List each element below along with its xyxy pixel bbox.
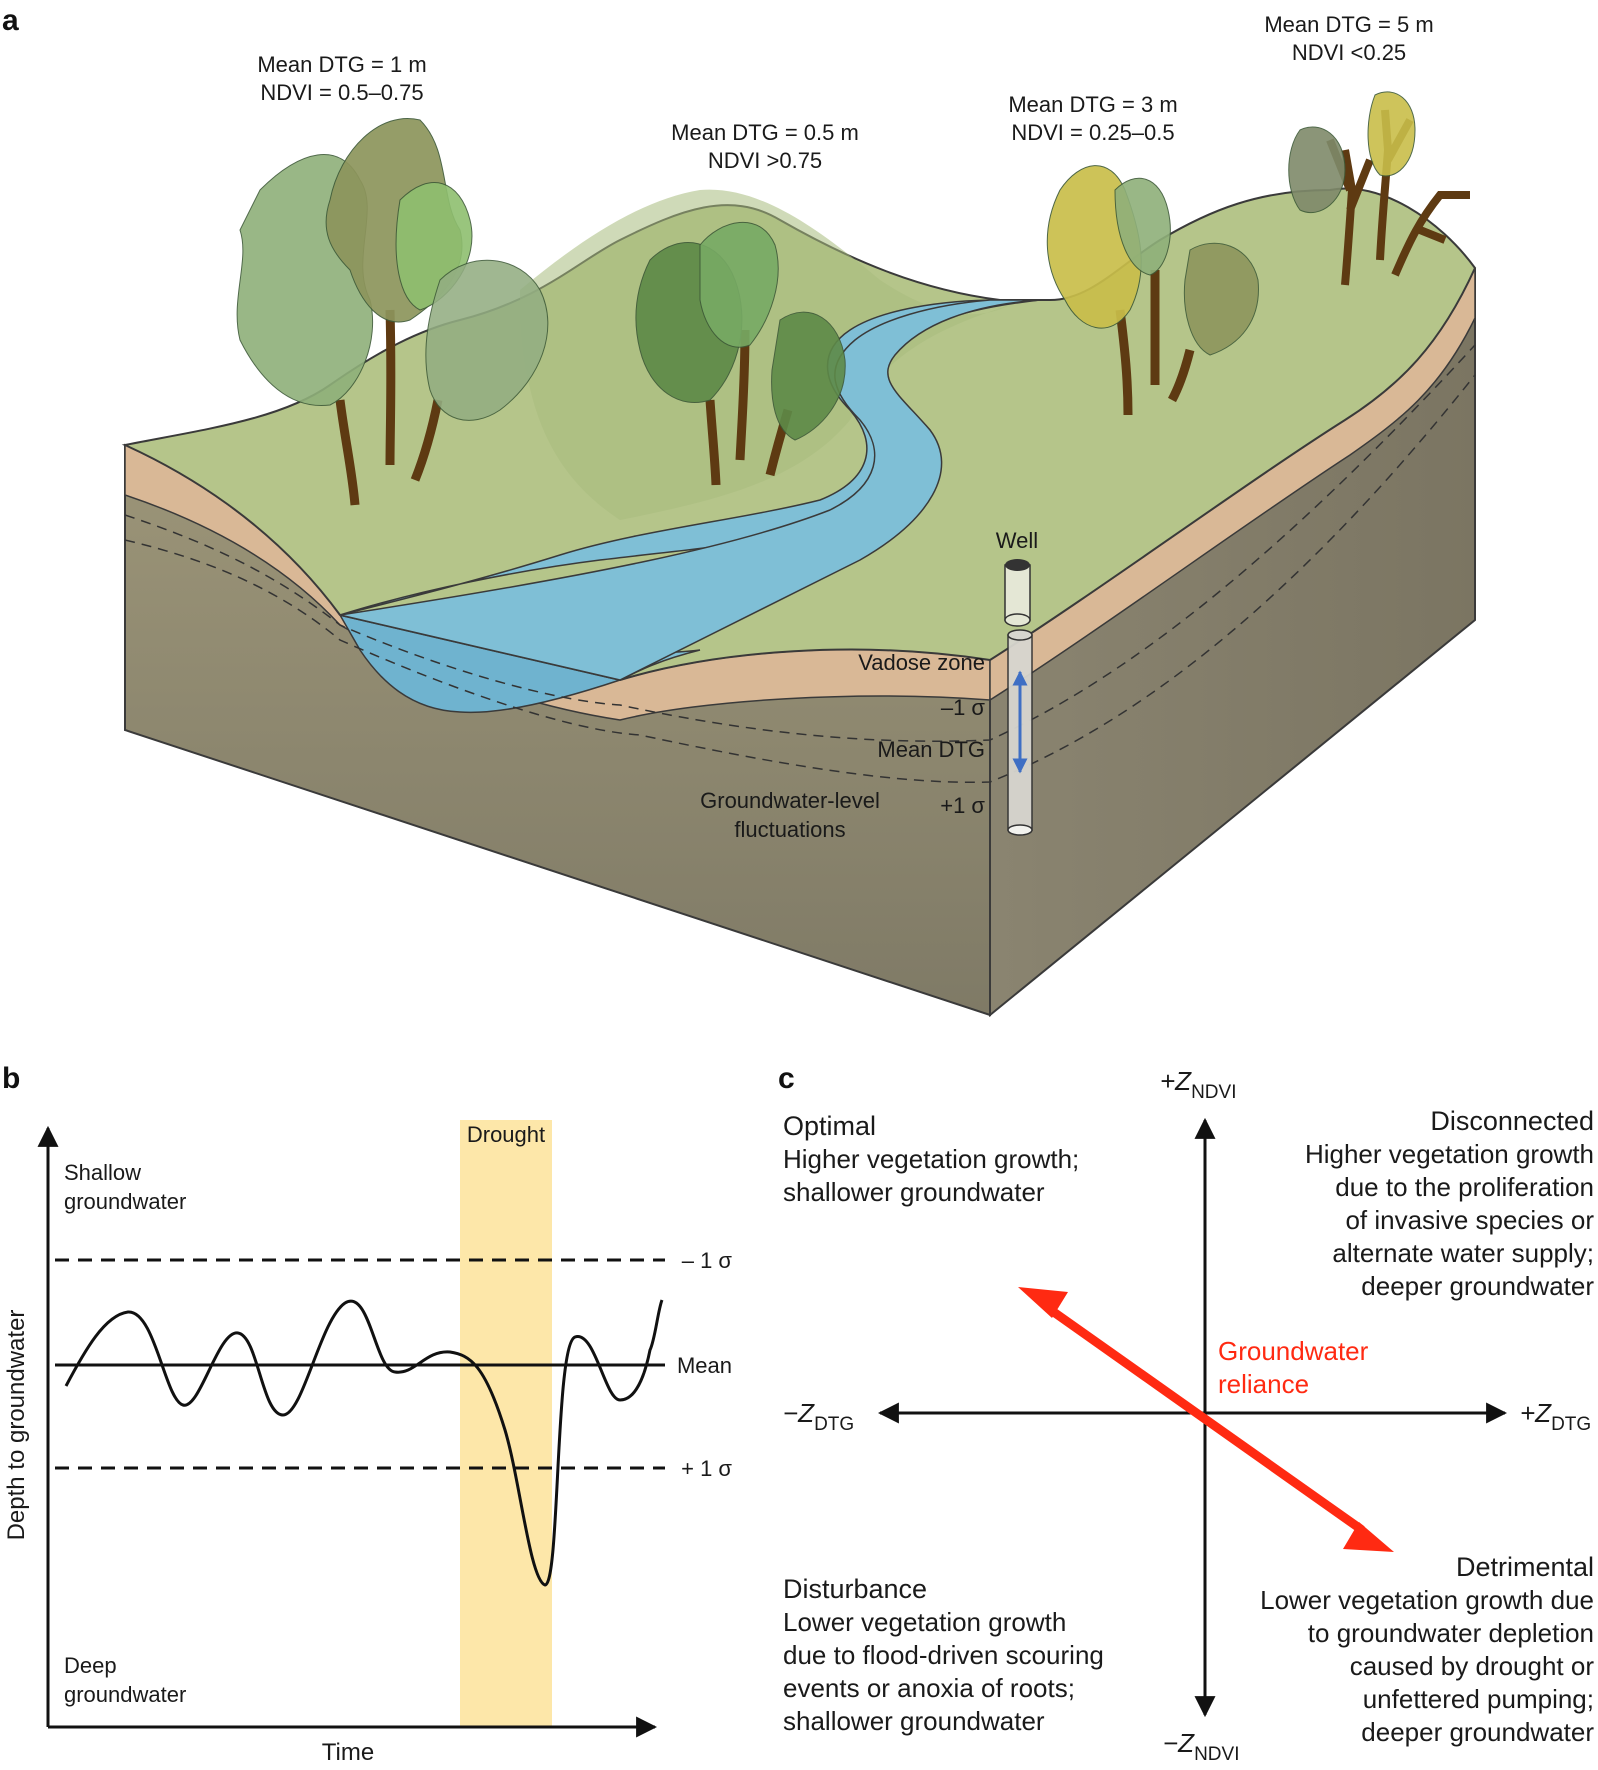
site-label-1: Mean DTG = 1 m NDVI = 0.5–0.75 — [257, 52, 426, 105]
minus-sigma-label-a: –1 σ — [941, 695, 986, 720]
disconnected-line: alternate water supply; — [1332, 1238, 1594, 1268]
quadrant-optimal: Optimal Higher vegetation growth; shallo… — [783, 1111, 1079, 1207]
mean-dtg-label: Mean DTG — [877, 737, 985, 762]
mean-label-b: Mean — [677, 1353, 732, 1378]
disturbance-line: due to flood-driven scouring — [783, 1640, 1104, 1670]
detrimental-line: deeper groundwater — [1361, 1717, 1594, 1747]
site-2-dtg: Mean DTG = 0.5 m — [671, 120, 859, 145]
quadrant-disconnected: Disconnected Higher vegetation growth du… — [1305, 1106, 1594, 1301]
groundwater-reliance-arrow — [1018, 1287, 1394, 1552]
tree-trunk — [335, 399, 360, 506]
disconnected-line: deeper groundwater — [1361, 1271, 1594, 1301]
site-2-ndvi: NDVI >0.75 — [708, 148, 822, 173]
detrimental-line: Lower vegetation growth due — [1260, 1585, 1594, 1615]
tree-trunk — [735, 329, 750, 461]
gw-fluctuations-line2: fluctuations — [734, 817, 845, 842]
panel-c-label: c — [778, 1062, 795, 1095]
panel-a: a — [2, 4, 1477, 1018]
panel-a-label: a — [2, 4, 19, 37]
quadrant-detrimental: Detrimental Lower vegetation growth due … — [1260, 1552, 1594, 1747]
z-ndvi-plus-label: +ZNDVI — [1160, 1066, 1236, 1103]
disconnected-line: of invasive species or — [1345, 1205, 1594, 1235]
deep-line1: Deep — [64, 1653, 117, 1678]
panel-c: c Groundwater reliance +ZNDVI −ZNDVI −ZD… — [778, 1062, 1594, 1765]
tree-trunk — [410, 399, 443, 482]
optimal-title: Optimal — [783, 1111, 876, 1141]
y-axis-label: Depth to groundwater — [3, 1310, 30, 1541]
well-label: Well — [996, 528, 1038, 553]
groundwater-curve — [64, 1299, 664, 1587]
trees — [236, 91, 1470, 506]
site-1-ndvi: NDVI = 0.5–0.75 — [260, 80, 423, 105]
x-axis-label: Time — [322, 1739, 374, 1766]
optimal-line: shallower groundwater — [783, 1177, 1045, 1207]
vadose-zone-label: Vadose zone — [858, 650, 985, 675]
drought-label: Drought — [467, 1122, 545, 1147]
detrimental-title: Detrimental — [1456, 1552, 1594, 1582]
site-label-4: Mean DTG = 5 m NDVI <0.25 — [1264, 12, 1433, 65]
tree-trunk — [385, 309, 396, 466]
deep-line2: groundwater — [64, 1682, 186, 1707]
dashed-layer-minus-sigma — [124, 344, 1476, 742]
detrimental-line: caused by drought or — [1350, 1651, 1595, 1681]
tree-trunk — [1115, 309, 1133, 416]
detrimental-line: unfettered pumping; — [1363, 1684, 1594, 1714]
detrimental-line: to groundwater depletion — [1308, 1618, 1594, 1648]
site-3-dtg: Mean DTG = 3 m — [1008, 92, 1177, 117]
river-cross-section — [338, 613, 623, 714]
minus-sigma-label-b: – 1 σ — [682, 1248, 733, 1273]
site-4-dtg: Mean DTG = 5 m — [1264, 12, 1433, 37]
site-3-ndvi: NDVI = 0.25–0.5 — [1011, 120, 1174, 145]
disconnected-line: due to the proliferation — [1335, 1172, 1594, 1202]
disturbance-line: shallower groundwater — [783, 1706, 1045, 1736]
z-dtg-minus-label: −ZDTG — [783, 1398, 854, 1435]
plus-sigma-label-b: + 1 σ — [681, 1456, 732, 1481]
z-ndvi-minus-label: −ZNDVI — [1163, 1728, 1239, 1765]
tree-trunk — [705, 399, 721, 486]
panel-b-label: b — [2, 1062, 20, 1095]
tree-canopy — [771, 311, 846, 441]
tree-canopy — [1367, 91, 1416, 177]
disconnected-title: Disconnected — [1430, 1106, 1594, 1136]
site-1-dtg: Mean DTG = 1 m — [257, 52, 426, 77]
optimal-line: Higher vegetation growth; — [783, 1144, 1079, 1174]
tree-canopy — [1114, 177, 1171, 276]
disturbance-line: Lower vegetation growth — [783, 1607, 1066, 1637]
tree-canopy — [699, 221, 779, 348]
reliance-line1: Groundwater — [1218, 1336, 1369, 1366]
plus-sigma-label-a: +1 σ — [940, 793, 985, 818]
well — [1004, 559, 1033, 836]
disturbance-title: Disturbance — [783, 1574, 927, 1604]
shallow-line2: groundwater — [64, 1189, 186, 1214]
quadrant-disturbance: Disturbance Lower vegetation growth due … — [783, 1574, 1104, 1736]
river-main-channel — [339, 299, 1041, 681]
tree-canopy — [425, 259, 549, 421]
drought-band — [460, 1120, 552, 1728]
reliance-line2: reliance — [1218, 1369, 1309, 1399]
site-label-3: Mean DTG = 3 m NDVI = 0.25–0.5 — [1008, 92, 1177, 145]
tree-canopy — [1183, 242, 1259, 356]
hill — [520, 189, 1010, 520]
z-dtg-plus-label: +ZDTG — [1520, 1398, 1591, 1435]
site-4-ndvi: NDVI <0.25 — [1292, 40, 1406, 65]
panel-b: b Drought Shallow groundwater Deep groun… — [2, 1062, 732, 1766]
disturbance-line: events or anoxia of roots; — [783, 1673, 1075, 1703]
dashed-layer-mean — [124, 374, 1476, 784]
site-label-2: Mean DTG = 0.5 m NDVI >0.75 — [671, 120, 859, 173]
gw-fluctuations-line1: Groundwater-level — [700, 788, 880, 813]
tree-trunk — [1168, 348, 1195, 403]
shallow-line1: Shallow — [64, 1160, 141, 1185]
disconnected-line: Higher vegetation growth — [1305, 1139, 1594, 1169]
tree-canopy — [1288, 126, 1346, 214]
bare-tree — [1391, 191, 1470, 277]
